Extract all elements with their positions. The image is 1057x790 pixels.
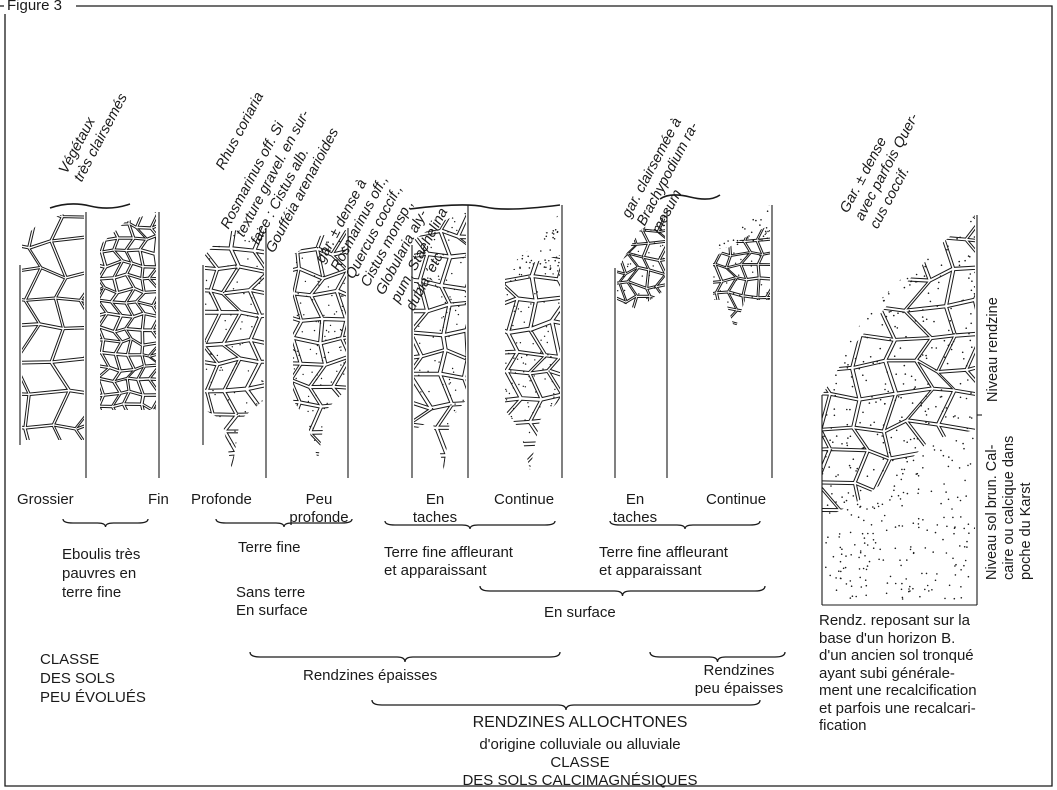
- brace-eboulis: [63, 519, 148, 527]
- label-terre-fine: Terre fine: [238, 539, 301, 557]
- label-niveau-sol-brun: Niveau sol brun. Cal-caire ou calcique d…: [984, 436, 1035, 580]
- label-rendzines-epaisses: Rendzines épaisses: [303, 667, 437, 685]
- brace-rendzines-allochtones: [372, 700, 760, 710]
- label-niveau-rendzine: Niveau rendzine: [985, 297, 1002, 402]
- profile-profonde-stones: [181, 200, 312, 505]
- label-profonde: Profonde: [191, 491, 252, 509]
- profile-fin-stones: [86, 198, 185, 435]
- label-grossier: Grossier: [17, 491, 74, 509]
- label-continue-2: Continue: [706, 491, 766, 509]
- profile-continue-2-surface-dots: [713, 204, 770, 250]
- brace-rendzines-peu-epaisses: [650, 652, 785, 662]
- profile-continue-1-surface-dots: [506, 211, 560, 270]
- label-fin: Fin: [148, 491, 169, 509]
- profile-continue-2-stones: [697, 210, 806, 354]
- brace-en-surface: [480, 586, 765, 596]
- label-continue-1: Continue: [494, 491, 554, 509]
- vegetation-tilde-1: [50, 204, 130, 208]
- right-panel-fine-earth: [822, 216, 976, 600]
- profile-continue-1-stones: [478, 230, 616, 499]
- brace-rendzines-epaisses: [250, 652, 560, 662]
- label-rendzines-allochtones: RENDZINES ALLOCHTONES: [380, 714, 780, 732]
- figure-label: Figure 3: [4, 0, 65, 14]
- label-en-surface: En surface: [544, 604, 616, 622]
